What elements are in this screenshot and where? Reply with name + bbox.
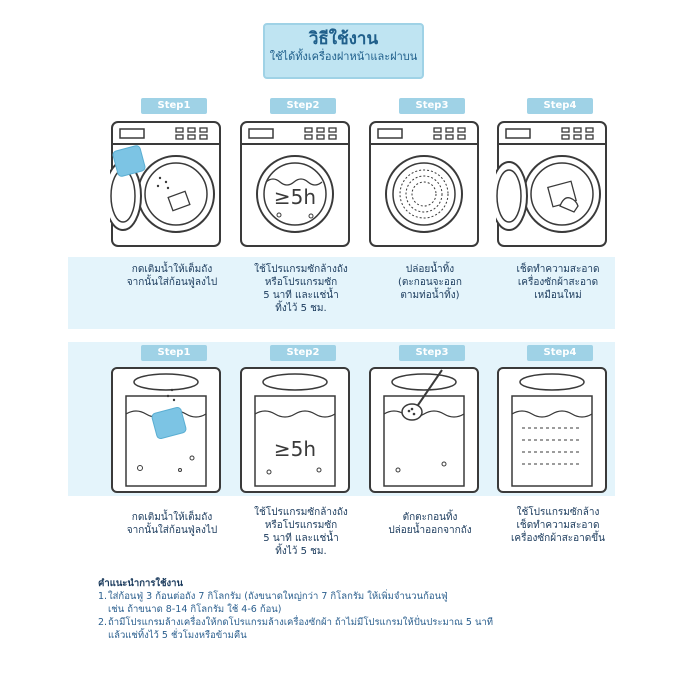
front-step3-badge: Step3 <box>399 98 465 114</box>
tip-item: 2.ถ้ามีโปรแกรมล้างเครื่องให้กดโปรแกรมล้า… <box>98 617 494 641</box>
front-load-machine-step2: ≥5h <box>240 121 350 247</box>
top-step1-caption: กดเติมน้ำให้เต็มถัง จากนั้นใส่ก้อนฟู่ลงไ… <box>126 512 218 536</box>
front-step1-caption: กดเติมน้ำให้เต็มถัง จากนั้นใส่ก้อนฟู่ลงไ… <box>126 264 218 288</box>
front-load-caption-band <box>68 257 615 329</box>
duration-icon: ≥5h <box>274 185 316 209</box>
top-step2-caption: ใช้โปรแกรมซักล้างถัง หรือโปรแกรมซัก 5 นา… <box>254 507 348 557</box>
top-step1-badge: Step1 <box>141 345 207 361</box>
usage-tips: คำแนะนำการใช้งาน 1.ใส่ก้อนฟู่ 3 ก้อนต่อถ… <box>98 577 598 642</box>
top-step4-caption: ใช้โปรแกรมซักล้าง เช็ดทำความสะอาด เครื่อ… <box>511 507 605 544</box>
top-load-machine-step2: ≥5h <box>240 367 350 493</box>
front-load-machine-step3 <box>369 121 479 247</box>
top-step3-caption: ตักตะกอนทิ้ง ปล่อยน้ำออกจากถัง <box>388 512 472 536</box>
front-load-machine-step4 <box>496 121 607 247</box>
duration-icon: ≥5h <box>274 437 316 461</box>
top-step3-badge: Step3 <box>399 345 465 361</box>
tip-item: 1.ใส่ก้อนฟู่ 3 ก้อนต่อถัง 7 กิโลกรัม (ถั… <box>98 591 448 615</box>
page-subtitle: ใช้ได้ทั้งเครื่องฝาหน้าและฝาบน <box>269 50 418 63</box>
tips-title: คำแนะนำการใช้งาน <box>98 578 183 589</box>
top-step2-badge: Step2 <box>270 345 336 361</box>
front-step4-caption: เช็ดทำความสะอาด เครื่องซักผ้าสะอาด เหมือ… <box>516 264 600 301</box>
top-load-machine-step1 <box>111 367 221 493</box>
front-load-machine-step1 <box>110 121 221 247</box>
front-step3-caption: ปล่อยน้ำทิ้ง (ตะกอนจะออก ตามท่อน้ำทิ้ง) <box>398 264 462 301</box>
front-step2-badge: Step2 <box>270 98 336 114</box>
front-step2-caption: ใช้โปรแกรมซักล้างถัง หรือโปรแกรมซัก 5 นา… <box>254 264 348 314</box>
title-box: วิธีใช้งาน ใช้ได้ทั้งเครื่องฝาหน้าและฝาบ… <box>263 23 424 79</box>
front-step4-badge: Step4 <box>527 98 593 114</box>
front-step1-badge: Step1 <box>141 98 207 114</box>
page-title: วิธีใช้งาน <box>308 29 379 49</box>
top-load-machine-step3 <box>369 367 479 493</box>
top-load-machine-step4 <box>497 367 607 493</box>
top-step4-badge: Step4 <box>527 345 593 361</box>
